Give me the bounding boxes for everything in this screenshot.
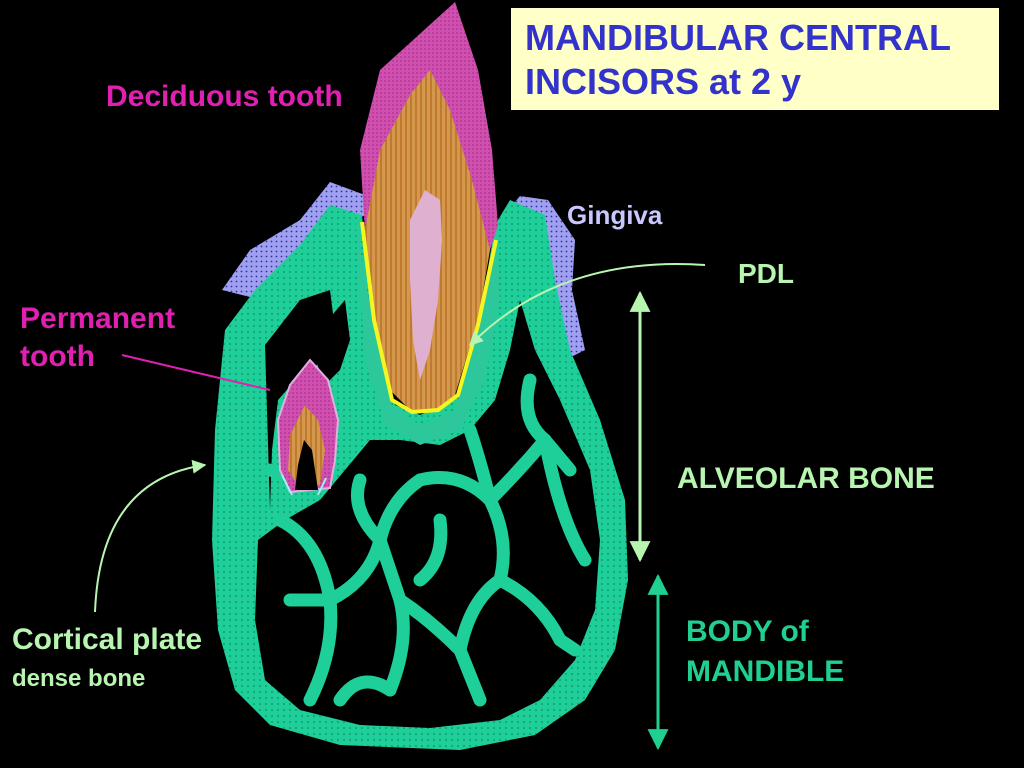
deciduous-pulp xyxy=(410,190,442,380)
label-body-line-2: MANDIBLE xyxy=(686,655,845,688)
label-permanent-line-2: tooth xyxy=(20,340,95,373)
label-deciduous-tooth: Deciduous tooth xyxy=(106,80,343,113)
socket-lining xyxy=(355,215,500,445)
label-permanent-line-1: Permanent xyxy=(20,302,176,335)
title-line-1: MANDIBULAR CENTRAL xyxy=(525,17,951,58)
label-cortical-line-2: dense bone xyxy=(12,665,146,692)
pdl-pointer-arrow xyxy=(469,263,706,346)
permanent-follicle xyxy=(281,474,327,496)
label-alveolar-bone: ALVEOLAR BONE xyxy=(677,462,935,495)
label-gingiva: Gingiva xyxy=(567,200,663,230)
title-box: MANDIBULAR CENTRAL INCISORS at 2 y xyxy=(511,8,999,110)
label-body-line-1: BODY of xyxy=(686,615,809,648)
marrow-spaces xyxy=(255,290,600,728)
permanent-pulp xyxy=(295,440,318,490)
cortical-pointer-arrow xyxy=(94,459,207,613)
permanent-tooth-pointer xyxy=(121,354,271,391)
title-line-2: INCISORS at 2 y xyxy=(525,61,802,102)
label-cortical-line-1: Cortical plate xyxy=(12,623,203,656)
label-pdl: PDL xyxy=(738,258,794,289)
